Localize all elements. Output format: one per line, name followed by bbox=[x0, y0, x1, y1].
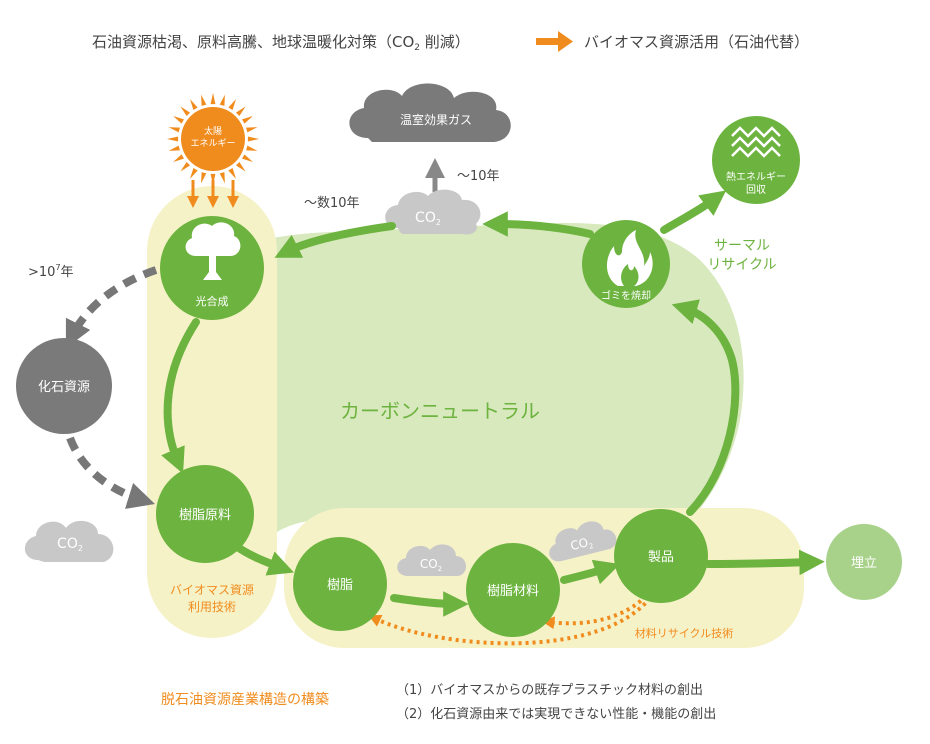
arrow-product-to-landfill bbox=[704, 549, 825, 576]
biomass-tech-label-line2: 利用技術 bbox=[188, 600, 236, 614]
fossil-label: 化石資源 bbox=[38, 380, 90, 395]
carbon-neutral-label: カーボンニュートラル bbox=[340, 399, 540, 423]
thermal-recycle-label-line2: リサイクル bbox=[707, 257, 776, 273]
sun-ray bbox=[190, 168, 198, 179]
product-label: 製品 bbox=[648, 550, 674, 565]
node-resin-raw: 樹脂原料 bbox=[156, 465, 254, 563]
heat-waves-icon bbox=[731, 126, 781, 158]
sun-ray bbox=[210, 93, 216, 105]
sun-ray bbox=[173, 116, 184, 124]
sun-ray bbox=[242, 116, 253, 124]
resin-raw-label: 樹脂原料 bbox=[179, 508, 231, 523]
sun-ray bbox=[180, 161, 191, 172]
node-resin-material: 樹脂材料 bbox=[466, 543, 560, 637]
million-years-label: >107年 bbox=[28, 263, 74, 280]
footer-item-1: （1）バイオマスからの既存プラスチック材料の創出 bbox=[396, 683, 703, 698]
co2-middle-label: CO2 bbox=[420, 557, 442, 573]
header: 石油資源枯渇、原料高騰、地球温暖化対策（CO2 削減） バイオマス資源活用（石油… bbox=[92, 31, 809, 53]
photosynthesis-label: 光合成 bbox=[196, 294, 229, 308]
node-incineration: ゴミを焼却 bbox=[582, 220, 670, 308]
arrow-photosynthesis-to-fossil bbox=[65, 266, 158, 349]
sun-ray bbox=[168, 127, 180, 133]
footer-item-2: （2）化石資源由来では実現できない性能・機能の創出 bbox=[396, 706, 716, 722]
node-photosynthesis: 光合成 bbox=[160, 216, 264, 320]
arrow-product-to-incineration bbox=[671, 299, 740, 516]
sun-icon: 太陽 エネルギー bbox=[167, 93, 259, 185]
sun-label-line2: エネルギー bbox=[190, 138, 235, 149]
sun-ray bbox=[190, 99, 198, 110]
arrow-resin-to-material bbox=[390, 591, 469, 617]
greenhouse-gas-label: 温室効果ガス bbox=[400, 112, 472, 127]
sun-ray bbox=[235, 161, 246, 172]
sun-ray bbox=[219, 172, 225, 184]
sunlight-arrows bbox=[187, 180, 239, 208]
node-heat-recovery: 熱エネルギー 回収 bbox=[712, 116, 800, 204]
sun-ray bbox=[235, 106, 246, 117]
sun-ray bbox=[167, 136, 179, 142]
node-fossil: 化石資源 bbox=[16, 338, 112, 434]
incineration-label: ゴミを焼却 bbox=[601, 289, 651, 302]
sun-ray bbox=[228, 99, 236, 110]
co2-top-label: CO2 bbox=[415, 210, 441, 227]
arrow-photosynthesis-to-raw bbox=[161, 318, 200, 474]
tree-icon bbox=[185, 222, 241, 280]
co2-cloud-right: CO2 bbox=[549, 521, 617, 562]
arrow-co2-to-photosynthesis bbox=[274, 222, 396, 258]
landfill-label: 埋立 bbox=[851, 556, 877, 571]
co2-cloud-left: CO2 bbox=[24, 520, 114, 562]
footer: 脱石油資源産業構造の構築 （1）バイオマスからの既存プラスチック材料の創出 （2… bbox=[161, 683, 716, 722]
heat-recovery-label-line2: 回収 bbox=[746, 184, 766, 196]
carbon-neutral-region bbox=[155, 222, 744, 570]
ten-years-label: ～10年 bbox=[457, 169, 500, 184]
node-landfill: 埋立 bbox=[826, 524, 902, 600]
biomass-tech-label-line1: バイオマス資源 bbox=[170, 583, 254, 597]
footer-title: 脱石油資源産業構造の構築 bbox=[161, 692, 329, 708]
sun-ray bbox=[246, 127, 258, 133]
node-product: 製品 bbox=[614, 509, 708, 603]
sun-ray bbox=[201, 94, 207, 106]
heat-recovery-label-line1: 熱エネルギー bbox=[726, 170, 786, 183]
sun-ray bbox=[173, 154, 184, 162]
sun-ray bbox=[219, 94, 225, 106]
header-arrow-icon bbox=[536, 31, 573, 52]
sun-ray bbox=[180, 106, 191, 117]
thermal-recycle-label-line1: サーマル bbox=[714, 238, 770, 254]
co2-right-label: CO2 bbox=[569, 534, 595, 555]
resin-label: 樹脂 bbox=[327, 578, 353, 593]
co2-left-label: CO2 bbox=[57, 536, 83, 553]
sun-ray bbox=[247, 136, 259, 142]
header-solution-text: バイオマス資源活用（石油代替） bbox=[584, 33, 809, 51]
sun-ray bbox=[246, 145, 258, 151]
arrow-incineration-to-co2 bbox=[482, 211, 594, 238]
decades-label: ～数10年 bbox=[304, 196, 360, 211]
co2-cloud-top: CO2 bbox=[385, 189, 481, 235]
sun-ray bbox=[242, 154, 253, 162]
arrow-fossil-to-raw bbox=[66, 436, 155, 509]
node-resin: 樹脂 bbox=[293, 537, 387, 631]
sun-ray bbox=[210, 173, 216, 185]
arrow-incineration-to-heat bbox=[660, 190, 727, 234]
fossil-route-arrows bbox=[65, 266, 158, 509]
material-recycle-label: 材料リサイクル技術 bbox=[635, 626, 733, 640]
header-cause-text: 石油資源枯渇、原料高騰、地球温暖化対策（CO2 削減） bbox=[92, 33, 470, 53]
sun-ray bbox=[201, 172, 207, 184]
sun-ray bbox=[228, 168, 236, 179]
co2-cloud-middle: CO2 bbox=[397, 544, 467, 576]
sun-label-line1: 太陽 bbox=[204, 125, 222, 137]
fire-icon bbox=[606, 230, 653, 286]
greenhouse-gas-cloud: 温室効果ガス bbox=[349, 83, 511, 142]
arrow-material-to-product bbox=[560, 559, 621, 585]
carbon-cycle-arrows bbox=[161, 190, 825, 617]
sun-ray bbox=[168, 145, 180, 151]
resin-material-label: 樹脂材料 bbox=[487, 584, 539, 599]
